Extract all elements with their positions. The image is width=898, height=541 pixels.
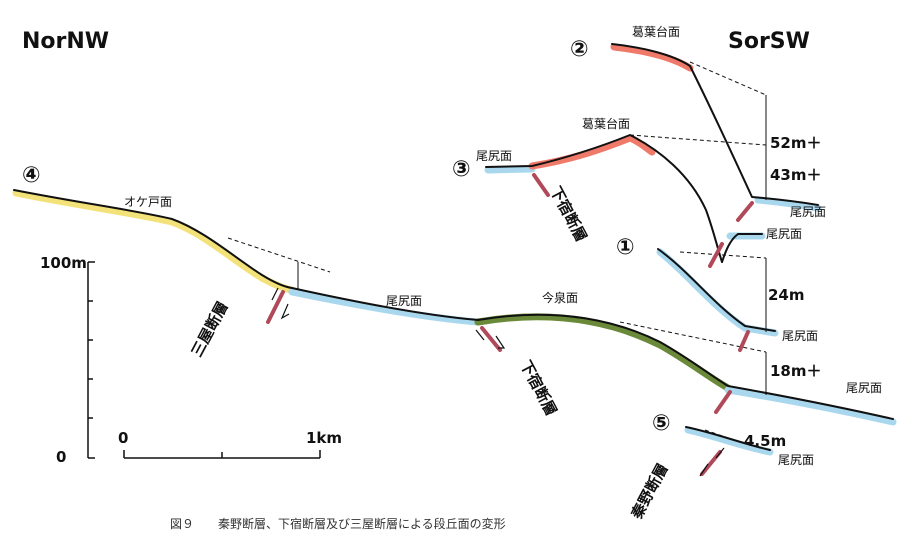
height-axis-ticks (88, 261, 95, 459)
ojiri-surface-band-p5 (684, 426, 774, 456)
projection-dashed-p1 (679, 251, 767, 259)
label-fault-shimojuku-main: 下宿断層 (516, 357, 560, 418)
profile-number-3: ③ (452, 157, 471, 182)
scale-bar-ticks (123, 450, 321, 458)
figure-caption: 図９ 秦野断層、下宿断層及び三屋断層による段丘面の変形 (170, 516, 506, 531)
fault-mark-miya (266, 290, 285, 324)
height-axis-bottom-label: 0 (56, 448, 66, 466)
ojiri-surface-band-p3 (484, 165, 536, 174)
label-fault-hadano: 秦野断層 (627, 460, 672, 522)
label-imaizumi: 今泉面 (542, 290, 578, 305)
ojiri-surface-band-lower (724, 386, 897, 426)
profile-4-line (13, 189, 894, 420)
profile-number-2: ② (570, 37, 589, 62)
fault-arrow-shimojuku (475, 329, 506, 349)
profile-2-line (611, 43, 819, 206)
fault-mark-p1-lower (738, 330, 750, 352)
offset-18m: 18m＋ (770, 362, 822, 380)
scale-start-label: 0 (118, 429, 128, 447)
fault-arrow-hadano (699, 447, 725, 477)
label-ojiri-lower: 尾尻面 (846, 381, 882, 395)
fault-arrow-miya (271, 287, 290, 320)
height-axis-top-label: 100m (40, 254, 87, 272)
label-ojiri-p5: 尾尻面 (778, 453, 814, 467)
offset-52m: 52m＋ (770, 134, 822, 152)
label-ojiri-main: 尾尻面 (386, 294, 422, 308)
ojiri-surface-band-p1b (656, 248, 779, 337)
profile-3-line (485, 134, 723, 263)
ojiri-surface-band-main (288, 288, 482, 326)
fault-mark-main-lower (714, 390, 732, 414)
offset-4-5m: 4.5m (744, 432, 786, 450)
fault-mark-hadano (700, 450, 722, 476)
label-okedo: オケ戸面 (124, 195, 172, 209)
ojiri-surface-band-p2 (754, 196, 822, 212)
fault-mark-p2 (736, 201, 754, 222)
projection-dashed-kuzuha-p3 (629, 134, 767, 146)
imaizumi-surface-band (474, 313, 732, 392)
label-ojiri-p2: 尾尻面 (790, 205, 826, 219)
okedo-surface-band (12, 189, 296, 294)
profile-number-1: ① (616, 235, 635, 260)
projection-dashed-okedo (227, 237, 331, 273)
label-fault-shimojuku-p3: 下宿断層 (546, 183, 590, 244)
profile-number-4: ④ (22, 163, 41, 188)
fault-mark-p1 (708, 242, 724, 268)
profile-number-5: ⑤ (652, 411, 671, 436)
scale-end-label: 1km (306, 429, 342, 447)
label-ojiri-p3: 尾尻面 (476, 149, 512, 163)
label-kuzuha-p3: 葛葉台面 (582, 116, 630, 131)
label-kuzuha-p2: 葛葉台面 (632, 24, 680, 39)
direction-right: SorSW (728, 29, 810, 54)
offset-43m: 43m＋ (770, 166, 822, 184)
profile-1-line (657, 248, 776, 332)
kuzuha-surface-band-p2 (610, 43, 694, 72)
projection-dashed-imaizumi (619, 321, 767, 353)
direction-left: NorNW (22, 29, 109, 54)
offset-24m: 24m (768, 286, 805, 304)
kuzuha-surface-band-p3 (528, 134, 656, 170)
profile-1-upper-line (721, 233, 763, 263)
projection-dashed-p5 (704, 429, 741, 443)
label-ojiri-p1a: 尾尻面 (766, 227, 802, 241)
fault-mark-shimojuku-p3 (532, 173, 550, 197)
label-fault-miya: 三屋断層 (188, 298, 232, 359)
fault-mark-shimojuku-main (480, 326, 502, 352)
label-ojiri-p1b: 尾尻面 (782, 329, 818, 343)
